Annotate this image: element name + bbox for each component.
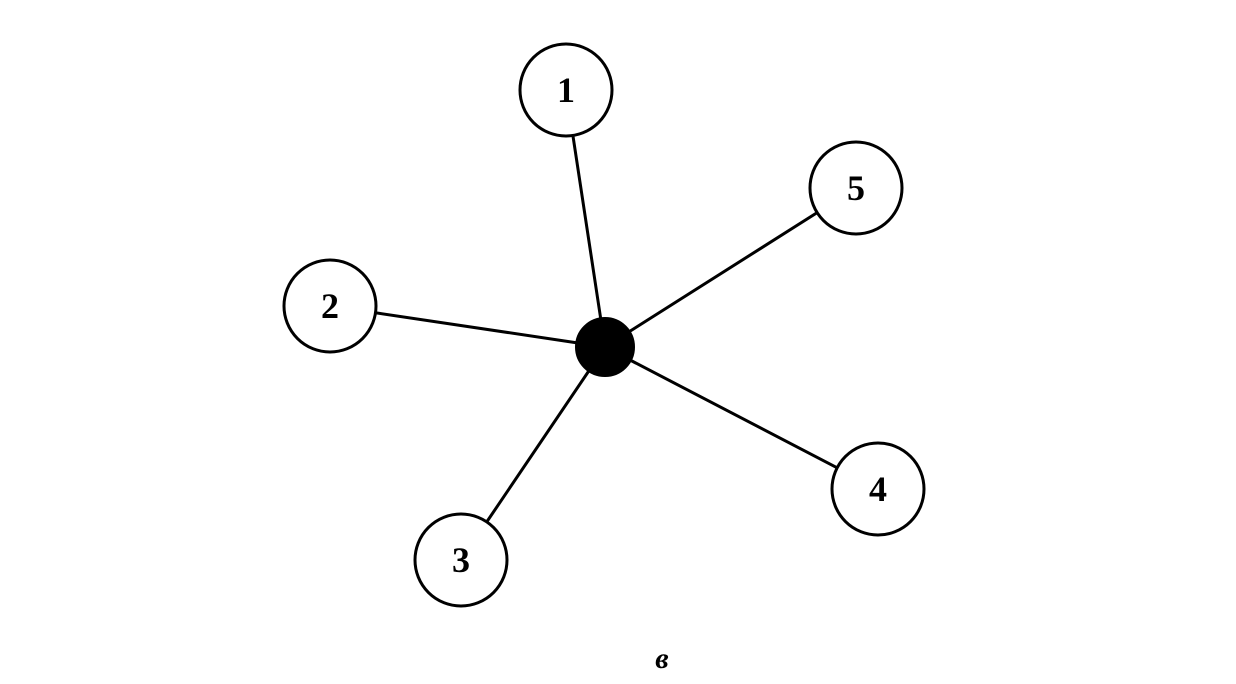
diagram-caption: в [655,642,668,675]
hub-node [575,317,635,377]
node-circle [830,441,926,537]
edge-hub-to-node-2 [373,311,578,345]
node-1: 1 [518,42,614,138]
node-2: 2 [282,258,378,354]
edge-hub-to-node-5 [627,211,819,333]
nodes-group: 1 2 3 4 5 [282,42,926,608]
node-label: 2 [321,286,339,326]
node-label: 1 [557,70,575,110]
node-4: 4 [830,441,926,537]
node-circle [808,140,904,236]
edge-hub-to-node-3 [485,369,591,524]
node-label: 5 [847,168,865,208]
edge-hub-to-node-1 [571,133,603,320]
node-3: 3 [413,512,509,608]
edges-group [373,133,839,524]
node-label: 3 [452,540,470,580]
edge-hub-to-node-4 [629,358,839,470]
node-circle [282,258,378,354]
node-circle [413,512,509,608]
node-label: 4 [869,469,887,509]
node-5: 5 [808,140,904,236]
node-circle [518,42,614,138]
